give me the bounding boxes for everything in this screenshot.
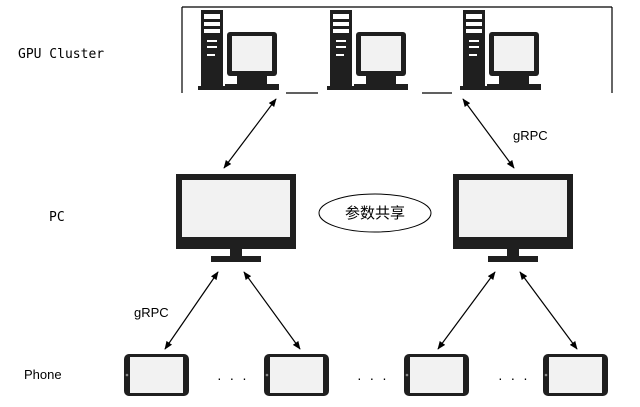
grpc-link-arrow (519, 271, 578, 350)
phone-ellipsis: · · · (217, 370, 249, 386)
grpc-link-arrow (462, 98, 515, 169)
grpc-top-label: gRPC (513, 128, 548, 143)
grpc-link-arrow (437, 271, 496, 350)
smartphone-icon (543, 354, 608, 396)
phone-ellipsis: · · · (357, 370, 389, 386)
phone-ellipsis: · · · (498, 370, 530, 386)
smartphone-icon (124, 354, 189, 396)
smartphone-icon (404, 354, 469, 396)
grpc-link-arrow (243, 271, 301, 350)
server-tower-icon (460, 10, 541, 90)
gpu-cluster-group (181, 6, 613, 94)
grpc-bottom-label: gRPC (134, 305, 169, 320)
param-share-label: 参数共享 (345, 204, 405, 222)
server-tower-icon (327, 10, 408, 90)
smartphone-icon (264, 354, 329, 396)
gpu-cluster-label: GPU Cluster (18, 47, 104, 62)
monitor-icon (176, 174, 296, 262)
server-tower-icon (198, 10, 279, 90)
pc-label: PC (49, 210, 65, 225)
grpc-link-arrow (223, 98, 277, 169)
monitor-icon (453, 174, 573, 262)
param-share-bubble: 参数共享 (318, 193, 432, 233)
phone-label: Phone (24, 367, 62, 382)
grpc-link-arrow (164, 271, 219, 350)
